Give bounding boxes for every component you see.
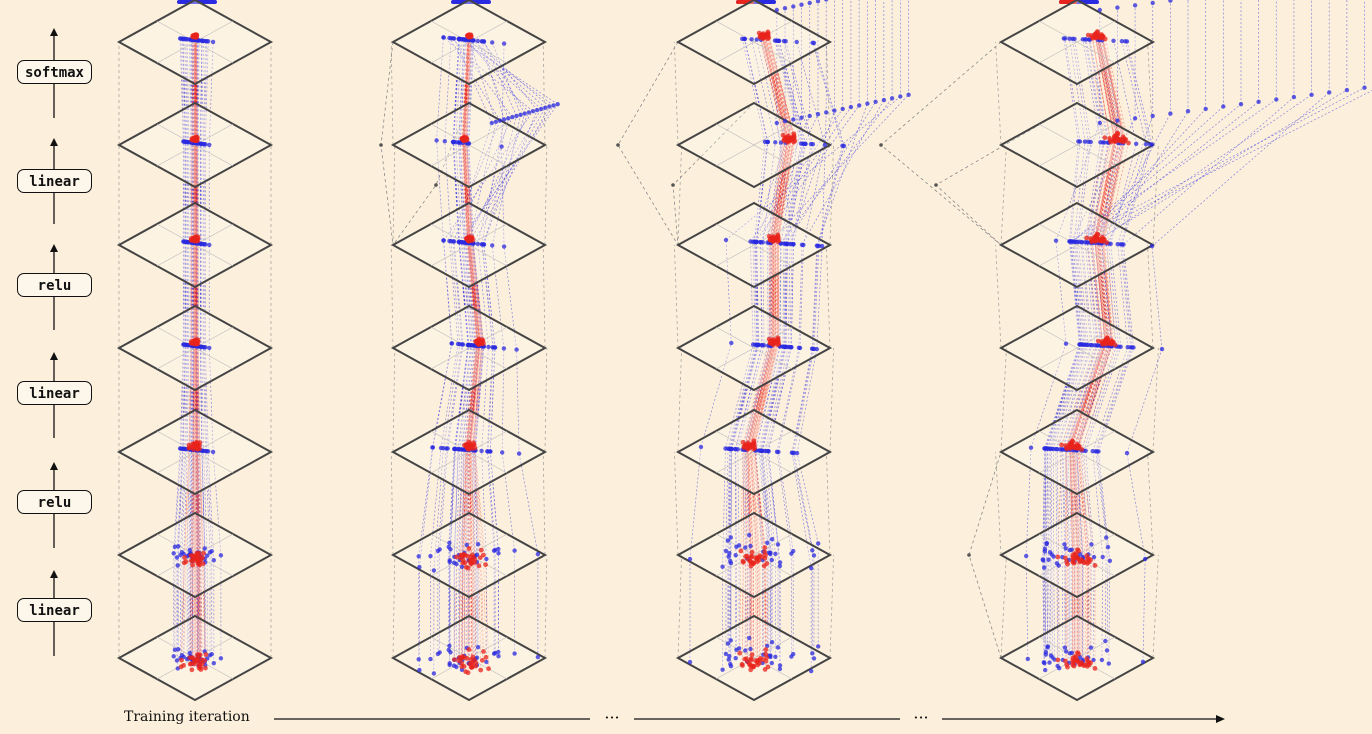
layer-planes [116, 0, 274, 702]
frame-lines [879, 41, 1159, 659]
snapshot-iteration-1 [116, 0, 274, 702]
timeline-ellipsis: ··· [913, 708, 928, 727]
frame-lines [379, 41, 548, 659]
data-points [171, 32, 224, 673]
trajectory-lines [418, 34, 558, 674]
flow-arrowhead [50, 462, 58, 470]
layer-label-linear-3: linear [17, 169, 92, 193]
layer-label-relu-1: relu [17, 490, 92, 514]
flow-arrowhead [50, 28, 58, 36]
snapshot-iteration-3 [616, 0, 911, 702]
layer-planes [675, 0, 833, 702]
layer-label-softmax: softmax [17, 60, 92, 84]
timeline-ellipsis: ··· [604, 708, 619, 727]
snapshot-iteration-4 [879, 0, 1372, 702]
flow-arrowhead [50, 570, 58, 578]
snapshot-iteration-2 [379, 0, 560, 702]
flow-arrowhead [50, 138, 58, 146]
layer-label-relu-2: relu [17, 273, 92, 297]
layer-label-linear-1: linear [17, 598, 92, 622]
layer-planes [998, 0, 1156, 702]
timeline-arrowhead [1216, 715, 1225, 723]
trajectory-lines [1025, 0, 1372, 671]
data-points [416, 32, 560, 676]
data-points [687, 0, 911, 674]
flow-arrowhead [50, 244, 58, 252]
layer-flow-arrows [50, 28, 58, 656]
flow-arrowhead [50, 352, 58, 360]
training-timeline: ··· ··· [274, 708, 1225, 727]
trajectory-lines [689, 0, 909, 672]
snapshot-towers [116, 0, 1372, 702]
data-points [1023, 0, 1367, 673]
timeline-label: Training iteration [124, 709, 250, 725]
frame-lines [118, 42, 272, 658]
layer-label-linear-2: linear [17, 381, 92, 405]
